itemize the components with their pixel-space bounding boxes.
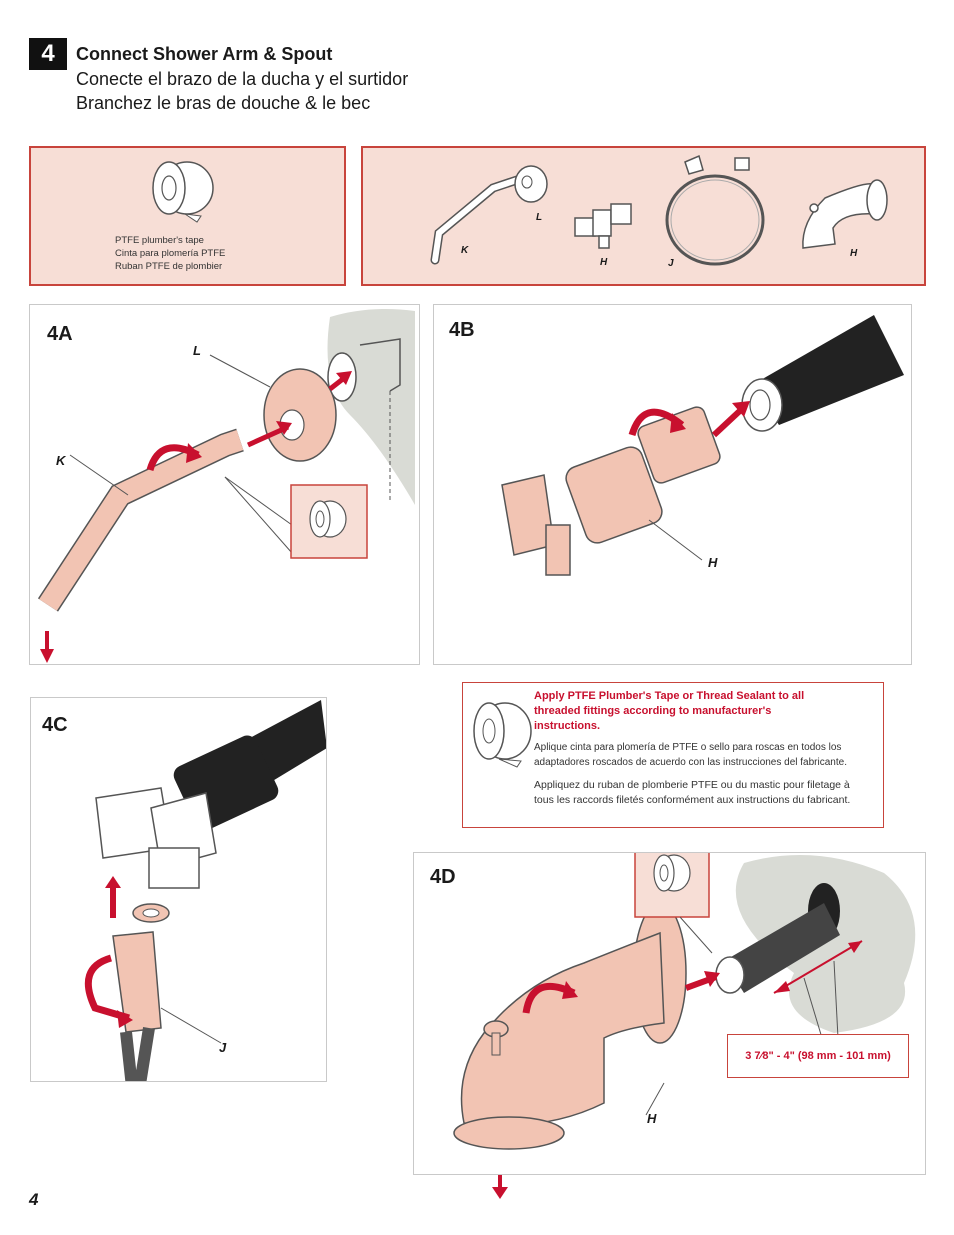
part-h2-label: H bbox=[850, 248, 858, 259]
diverter-icon bbox=[574, 203, 632, 249]
tape-label: PTFE plumber's tape Cinta para plomería … bbox=[115, 235, 226, 272]
panel-4b: 4B H bbox=[433, 304, 912, 665]
panel-4b-illustration bbox=[501, 315, 904, 576]
thread-sealant-note: Apply PTFE Plumber's Tape or Thread Seal… bbox=[462, 682, 884, 828]
flange-icon bbox=[514, 165, 548, 203]
down-arrow-icon bbox=[492, 1175, 508, 1199]
tub-spout-icon bbox=[802, 179, 888, 249]
tape-roll-icon bbox=[653, 854, 691, 892]
panel-4d-illustration bbox=[453, 853, 916, 1150]
parts-box: K L H J H bbox=[361, 146, 926, 286]
part-l-label: L bbox=[193, 343, 201, 358]
note-es: Aplique cinta para plomería de PTFE o se… bbox=[534, 742, 847, 768]
panel-4a: 4A L K bbox=[29, 304, 420, 665]
panel-4a-illustration bbox=[37, 309, 415, 663]
part-k-label: K bbox=[56, 453, 66, 468]
tape-roll-icon bbox=[473, 702, 532, 768]
note-fr: Appliquez du ruban de plomberie PTFE ou … bbox=[534, 779, 851, 806]
panel-4a-label: 4A bbox=[47, 323, 73, 345]
dimension-text: 3 7⁄8" - 4" (98 mm - 101 mm) bbox=[745, 1050, 891, 1062]
panel-4d-label: 4D bbox=[430, 866, 456, 888]
part-h-label: H bbox=[600, 257, 608, 268]
supplies-box: PTFE plumber's tape Cinta para plomería … bbox=[29, 146, 346, 286]
panel-4d: 4D H bbox=[413, 852, 926, 1175]
panel-4c-illustration bbox=[84, 700, 326, 1081]
tape-roll-icon bbox=[309, 500, 347, 538]
parts-illustration bbox=[430, 154, 888, 266]
dimension-callout: 3 7⁄8" - 4" (98 mm - 101 mm) bbox=[727, 1034, 909, 1078]
part-h-label: H bbox=[647, 1111, 657, 1126]
hose-icon bbox=[665, 154, 765, 266]
part-l-label: L bbox=[536, 212, 543, 223]
step-number: 4 bbox=[29, 38, 67, 70]
part-j-label: J bbox=[668, 258, 674, 269]
shower-arm-icon bbox=[430, 173, 528, 265]
title-fr: Branchez le bras de douche & le bec bbox=[76, 93, 371, 113]
part-h-label: H bbox=[708, 555, 718, 570]
title-es: Conecte el brazo de la ducha y el surtid… bbox=[76, 68, 409, 89]
panel-4c: 4C J bbox=[30, 697, 327, 1082]
note-en: Apply PTFE Plumber's Tape or Thread Seal… bbox=[534, 690, 805, 732]
part-k-label: K bbox=[461, 245, 469, 256]
panel-4c-label: 4C bbox=[42, 714, 68, 736]
page-number: 4 bbox=[29, 1190, 39, 1209]
tape-roll-icon bbox=[152, 161, 214, 223]
step-title: Connect Shower Arm & Spout Conecte el br… bbox=[76, 42, 408, 116]
panel-4b-label: 4B bbox=[449, 319, 475, 341]
title-en: Connect Shower Arm & Spout bbox=[76, 44, 333, 64]
part-j-label: J bbox=[219, 1040, 227, 1055]
